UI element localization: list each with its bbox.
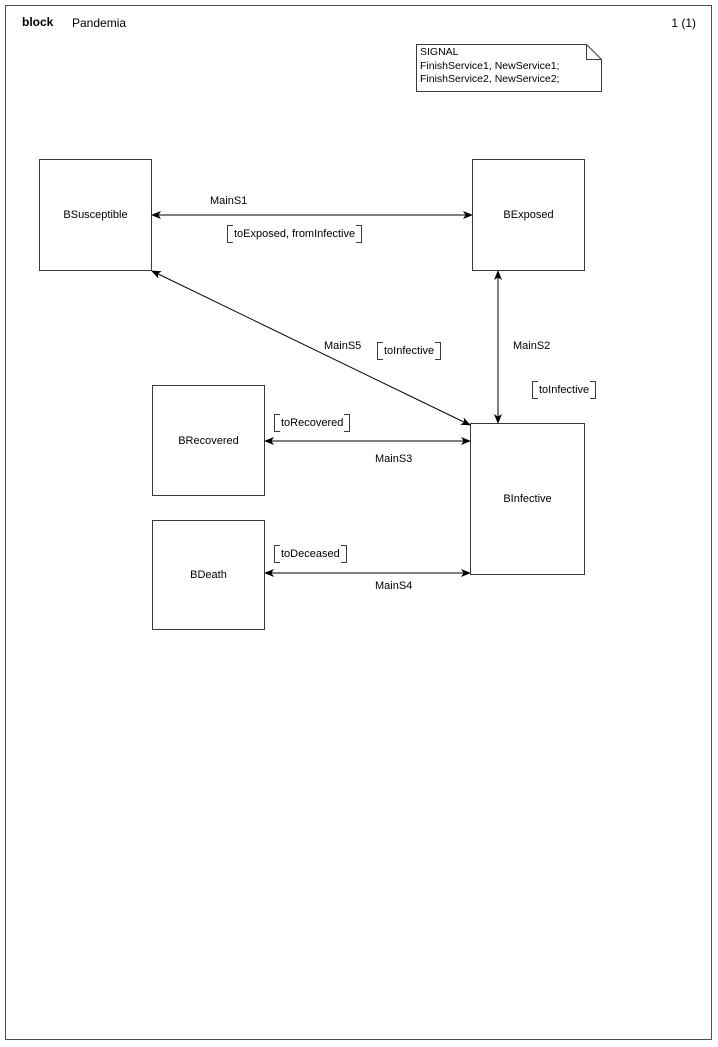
page-title: Pandemia: [72, 16, 127, 30]
signal-declaration-note[interactable]: SIGNAL FinishService1, NewService1; Fini…: [416, 44, 602, 92]
channel-name-mains4: MainS4: [375, 580, 413, 592]
diagram-kind-label: block: [22, 15, 54, 29]
note-folded-corner-icon: [416, 44, 602, 92]
signal-list-mains4: toDeceased: [274, 545, 347, 563]
page-number: 1 (1): [671, 16, 696, 30]
block-brecovered[interactable]: BRecovered: [152, 385, 265, 496]
block-bexposed[interactable]: BExposed: [472, 159, 585, 271]
block-label-bdeath: BDeath: [190, 569, 227, 581]
block-label-binfective: BInfective: [503, 493, 552, 505]
signal-declaration-text: SIGNAL FinishService1, NewService1; Fini…: [420, 46, 560, 85]
block-binfective[interactable]: BInfective: [470, 423, 585, 575]
page-frame: [5, 5, 712, 1040]
signal-list-mains2: toInfective: [532, 381, 597, 399]
signal-list-mains1: toExposed, fromInfective: [227, 225, 363, 243]
block-bsusceptible[interactable]: BSusceptible: [39, 159, 152, 271]
channel-name-mains5: MainS5: [324, 340, 362, 352]
block-bdeath[interactable]: BDeath: [152, 520, 265, 630]
channel-name-mains3: MainS3: [375, 453, 413, 465]
signal-list-mains5: toInfective: [377, 342, 442, 360]
block-label-brecovered: BRecovered: [178, 434, 239, 447]
channel-name-mains2: MainS2: [513, 340, 551, 352]
block-label-bsusceptible: BSusceptible: [63, 209, 128, 221]
block-label-bexposed: BExposed: [503, 209, 554, 221]
signal-list-mains3: toRecovered: [274, 414, 351, 432]
channel-name-mains1: MainS1: [210, 195, 248, 207]
